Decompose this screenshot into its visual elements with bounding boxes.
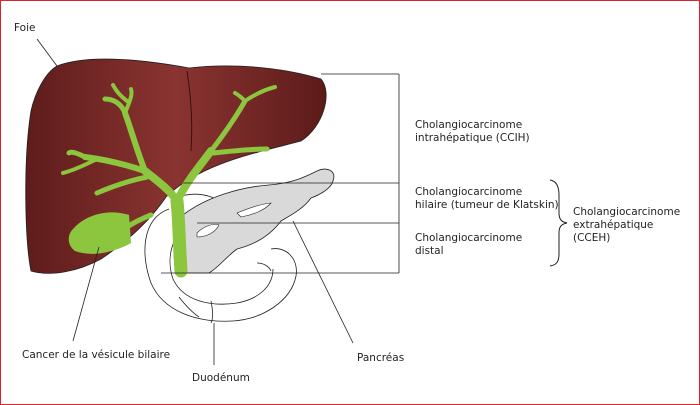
duodenum <box>144 193 297 324</box>
label-vesicule: Cancer de la vésicule bilaire <box>22 349 171 361</box>
bile-ducts <box>61 83 277 278</box>
gallbladder <box>68 212 131 254</box>
label-foie: Foie <box>14 22 36 34</box>
label-pancreas: Pancréas <box>357 352 405 364</box>
label-cceh: Cholangiocarcinome extrahépatique (CCEH) <box>573 206 681 244</box>
extrahepatic-brace <box>549 179 568 267</box>
label-ccih: Cholangiocarcinome intrahépatique (CCIH) <box>415 119 530 144</box>
label-hilaire: Cholangiocarcinome hilaire (tumeur de Kl… <box>415 186 559 211</box>
leader-lines <box>36 38 354 365</box>
pancreas <box>173 168 335 274</box>
falciform-ligament <box>186 70 193 152</box>
label-distal: Cholangiocarcinome distal <box>415 232 523 257</box>
label-duodenum: Duodénum <box>192 372 250 384</box>
region-lines <box>161 73 400 274</box>
